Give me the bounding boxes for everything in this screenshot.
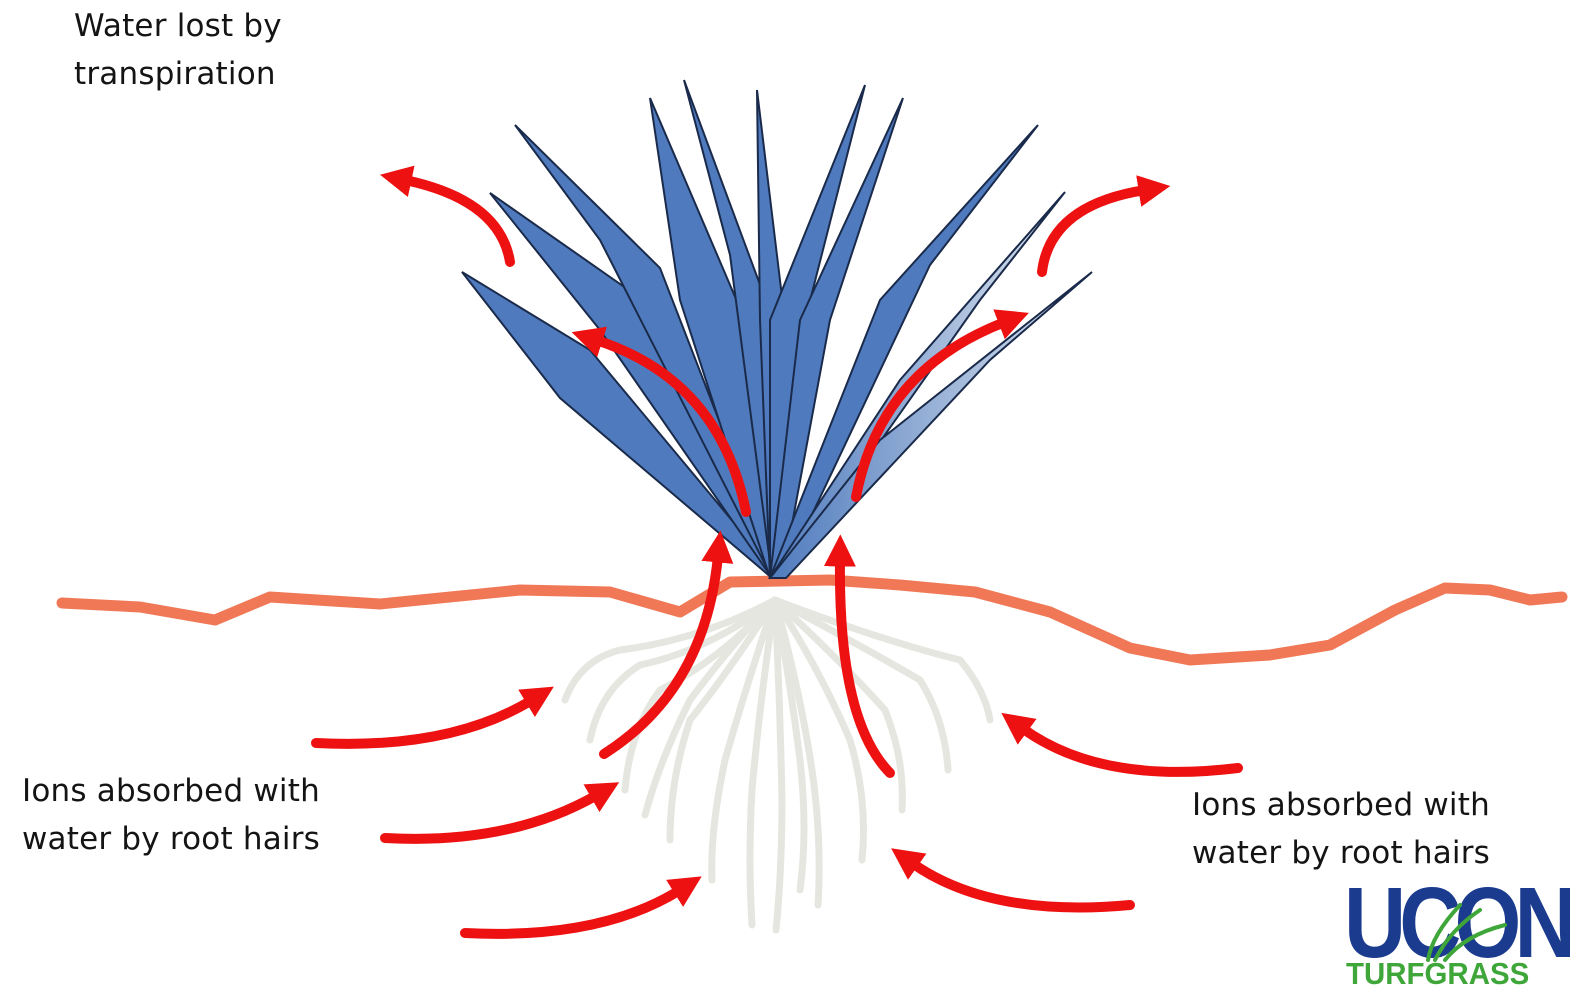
- arrow-root-up-left: [604, 556, 718, 754]
- arrow-absorb-left-1: [316, 700, 532, 744]
- label-ions-absorbed-right: Ions absorbed with water by root hairs: [1192, 781, 1490, 877]
- label-line: transpiration: [74, 50, 282, 98]
- label-ions-absorbed-left: Ions absorbed with water by root hairs: [22, 767, 320, 863]
- arrow-absorb-left-2: [385, 795, 597, 839]
- logo-sub-text: TURFGRASS: [1346, 956, 1529, 991]
- label-line: Ions absorbed with: [1192, 781, 1490, 829]
- label-line: water by root hairs: [22, 815, 320, 863]
- arrow-transpiration-left: [405, 180, 510, 262]
- label-line: Ions absorbed with: [22, 767, 320, 815]
- label-water-lost-by-transpiration: Water lost by transpiration: [74, 2, 282, 98]
- uconn-turfgrass-logo: UCONN TURFGRASS: [1340, 880, 1570, 991]
- arrow-absorb-right-2: [912, 863, 1130, 907]
- root-system: [565, 600, 990, 930]
- label-line: water by root hairs: [1192, 829, 1490, 877]
- arrow-absorb-right-1: [1022, 728, 1238, 772]
- label-line: Water lost by: [74, 2, 282, 50]
- arrow-absorb-left-3: [465, 890, 680, 934]
